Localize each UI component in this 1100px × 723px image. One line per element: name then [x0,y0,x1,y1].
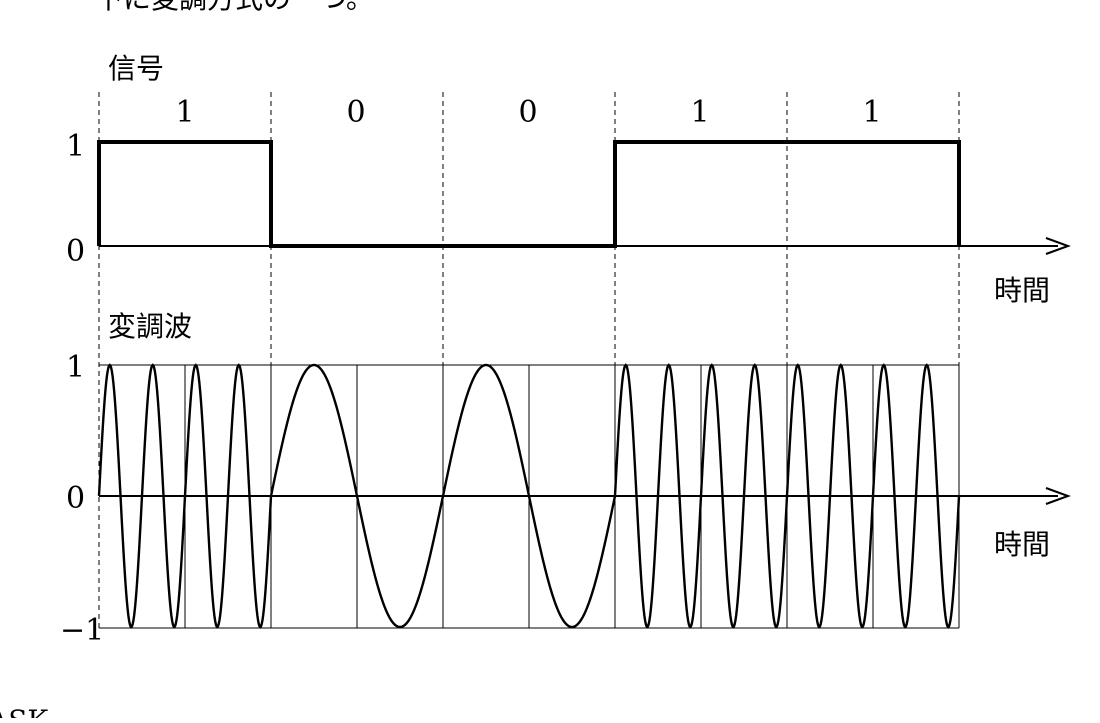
modulated-waveform [97,363,961,629]
footer-text: ASK [0,704,49,718]
bit-labels: 1 0 0 1 1 [175,95,881,130]
signal-y-tick-0: 0 [66,234,85,269]
signal-x-axis-label: 時間 [994,274,1050,307]
signal-y-tick-1: 1 [66,129,85,164]
bit-label: 1 [175,95,194,130]
modulated-y-tick-0: 0 [66,481,85,516]
modulated-y-tick-neg1: −1 [60,613,104,648]
signal-title: 信号 [108,52,164,85]
header-text: 下に変調方式の一つ。 [95,0,374,15]
bit-label: 1 [862,95,881,130]
signal-axis-arrowhead [1045,237,1071,255]
bit-label: 1 [690,95,709,130]
modulated-axis-arrowhead [1045,487,1071,505]
modulated-y-tick-1: 1 [66,350,85,385]
digital-signal-waveform [97,140,961,248]
modulated-x-axis-label: 時間 [994,528,1050,561]
modulated-title: 変調波 [108,310,192,343]
bit-label: 0 [346,95,365,130]
bit-label: 0 [518,95,537,130]
